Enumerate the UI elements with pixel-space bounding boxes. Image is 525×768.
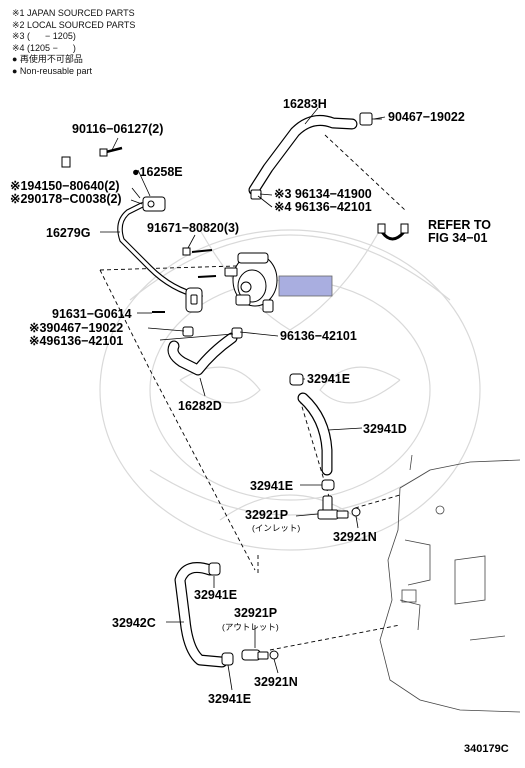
pipe-32921P-inlet — [317, 495, 349, 520]
label-91671-80820: 91671−80820(3) — [147, 221, 239, 235]
clip-90467 — [359, 112, 382, 126]
figure-code: 340179C — [464, 743, 509, 755]
hose-16282D — [167, 332, 238, 376]
label-90467-19022-top: 90467−19022 — [388, 110, 465, 124]
note-non-reusable-jp: ● 再使用不可部品 — [12, 54, 83, 65]
grommet-32941E-2 — [321, 479, 335, 491]
label-32941E-2: 32941E — [250, 479, 293, 493]
leader-lines — [100, 107, 386, 691]
label-inlet-jp: (インレット) — [252, 523, 300, 533]
hose-32942C — [174, 562, 228, 668]
legend-notes: ※1 JAPAN SOURCED PARTS ※2 LOCAL SOURCED … — [12, 8, 135, 78]
label-32941E-4: 32941E — [208, 692, 251, 706]
label-32921P-outlet: 32921P — [234, 606, 277, 620]
label-32941E-1: 32941E — [307, 372, 350, 386]
label-16282D: 16282D — [178, 399, 222, 413]
grommet-32941E-4 — [221, 652, 234, 666]
bolt-94150 — [61, 156, 71, 168]
label-32942C: 32942C — [112, 616, 156, 630]
clip-90467-mid — [182, 326, 194, 337]
label-96136-42101-top: ※4 96136−42101 — [274, 200, 372, 214]
pipe-16279G — [117, 202, 203, 299]
hose-clamp-ring — [377, 223, 409, 241]
label-32921N-2: 32921N — [254, 675, 298, 689]
part-labels: 16283H 90467−19022 90116−06127(2) ●16258… — [10, 97, 509, 755]
label-32921N-1: 32921N — [333, 530, 377, 544]
note-date-range-3: ※3 ( − 1205) — [12, 31, 76, 42]
hose-32941D — [297, 392, 333, 476]
pipe-32921P-outlet — [241, 649, 269, 661]
note-date-range-4: ※4 (1205 − ) — [12, 42, 76, 53]
note-non-reusable-en: ● Non-reusable part — [12, 65, 92, 76]
label-96136-42101-mid: ※496136−42101 — [29, 334, 123, 348]
watermark-emblem — [99, 229, 481, 551]
label-32941D: 32941D — [363, 422, 407, 436]
label-90116-06127: 90116−06127(2) — [72, 122, 163, 136]
label-16283H: 16283H — [283, 97, 327, 111]
union-fitting-91631 — [185, 287, 203, 313]
label-90467-19022-mid: ※390467−19022 — [29, 321, 123, 335]
grommet-32941E-1 — [289, 373, 304, 386]
note-japan-sourced: ※1 JAPAN SOURCED PARTS — [12, 8, 135, 18]
bracket-16258E — [142, 196, 166, 212]
label-16279G: 16279G — [46, 226, 90, 240]
highlight-box — [278, 275, 333, 297]
label-96134-41900: ※3 96134−41900 — [274, 187, 372, 201]
label-32941E-3: 32941E — [194, 588, 237, 602]
o-ring-32921N-2 — [269, 650, 279, 660]
label-refer-to: REFER TO — [428, 218, 491, 232]
bolt-90116 — [99, 146, 123, 157]
label-94150-80640: ※194150−80640(2) — [10, 179, 120, 193]
label-16258E: ●16258E — [132, 165, 183, 179]
label-fig-34-01: FIG 34−01 — [428, 231, 487, 245]
engine-block-outline — [379, 454, 521, 713]
label-outlet-jp: (アウトレット) — [222, 622, 279, 632]
grommet-32941E-3 — [208, 562, 221, 576]
label-90178-C0038: ※290178−C0038(2) — [10, 192, 122, 206]
note-local-sourced: ※2 LOCAL SOURCED PARTS — [12, 19, 136, 30]
bolt-91671 — [182, 247, 217, 278]
label-32921P-inlet: 32921P — [245, 508, 288, 522]
label-96136-42101-right: 96136−42101 — [280, 329, 357, 343]
hose-16283H — [248, 115, 358, 196]
clamp-96136 — [231, 327, 243, 339]
o-ring-32921N-1 — [351, 507, 361, 517]
vacuum-pump — [224, 252, 278, 313]
label-91631-G0614: 91631−G0614 — [52, 307, 132, 321]
